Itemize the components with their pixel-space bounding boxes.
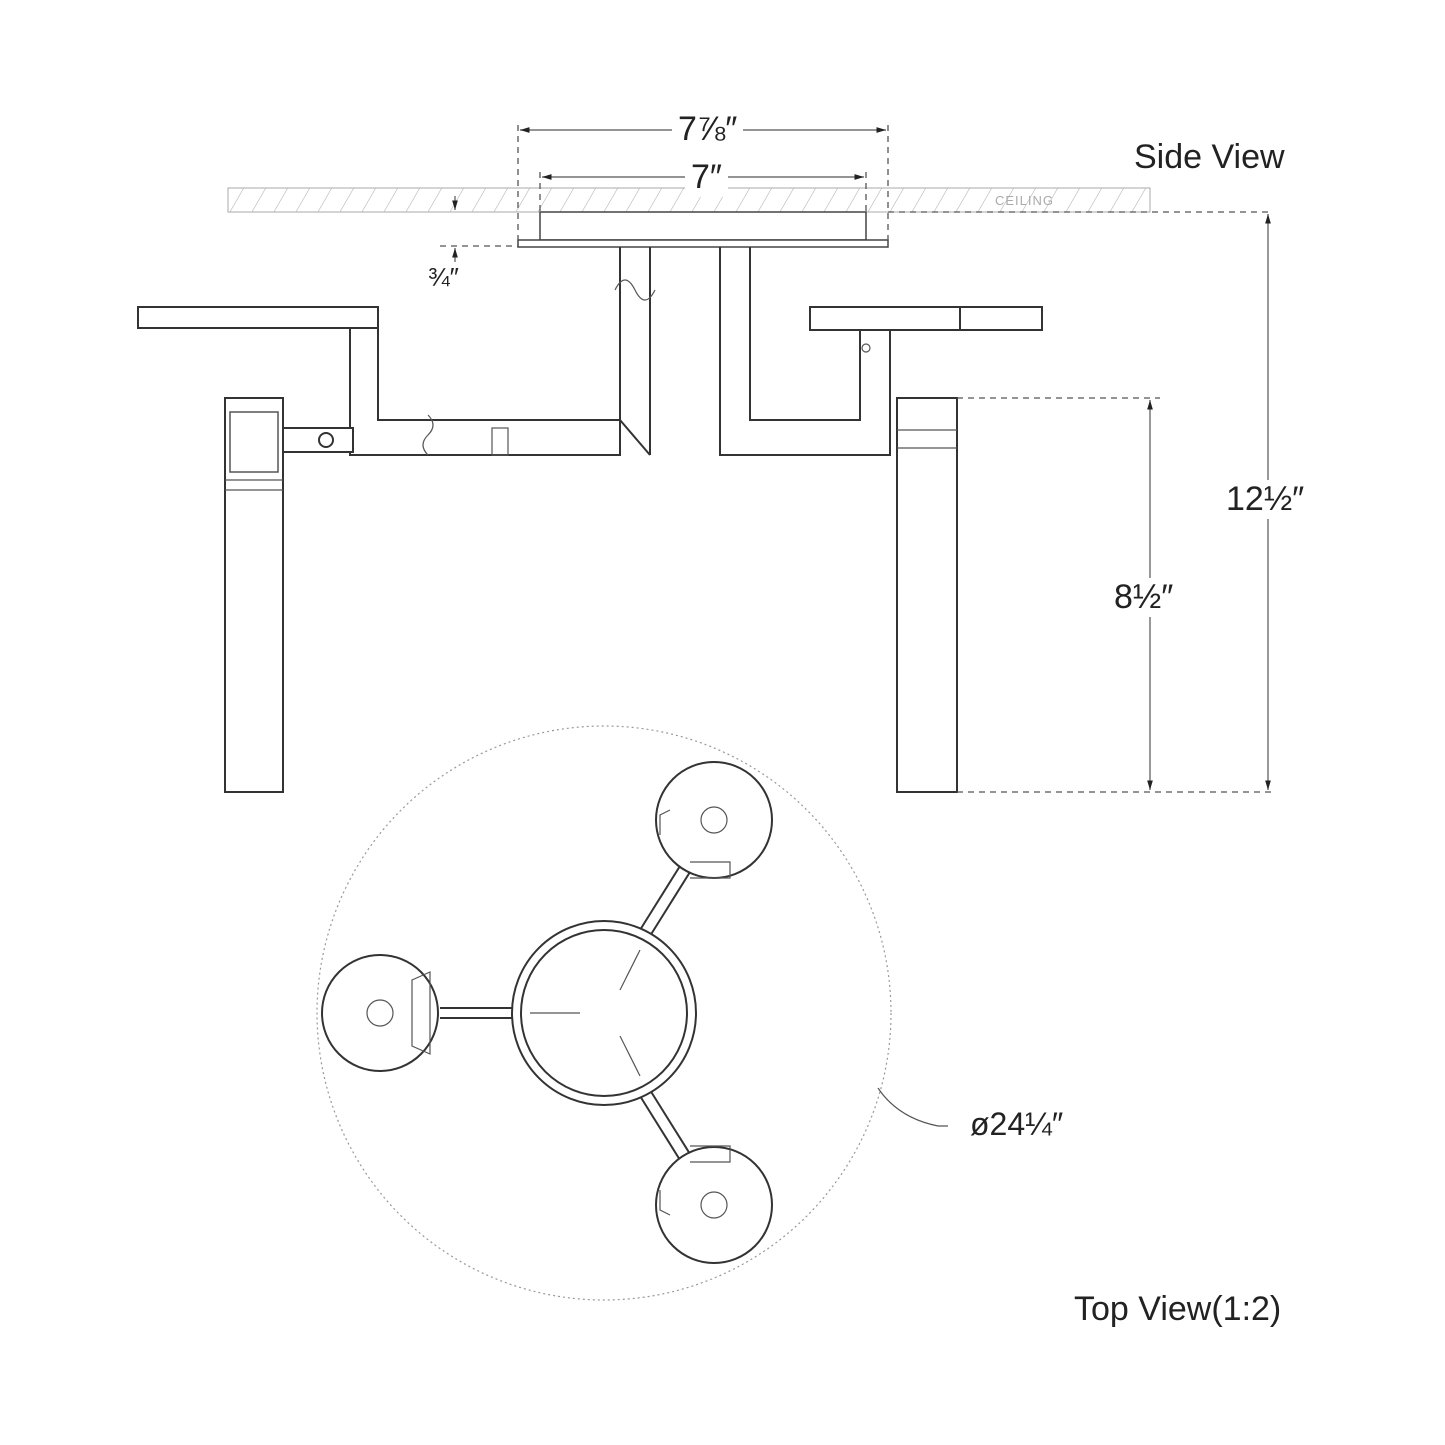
side-view-title: Side View: [1134, 138, 1285, 176]
shade-height-dimension: 8½″: [1108, 578, 1180, 617]
top-view-drawing: [316, 725, 948, 1301]
diameter-dimension: ø24¼″: [970, 1106, 1064, 1142]
right-arm: [719, 247, 1043, 456]
overall-height-dimension: 12½″: [1220, 480, 1311, 519]
ceiling-label: CEILING: [995, 193, 1055, 208]
canopy-outer-dimension: 7⅞″: [672, 110, 744, 149]
canopy: [539, 211, 867, 241]
right-shade: [896, 397, 958, 793]
left-arm: [137, 247, 656, 456]
canopy-inner-dimension: 7″: [685, 158, 728, 197]
left-shade: [224, 397, 284, 793]
top-view-title: Top View(1:2): [1074, 1290, 1282, 1328]
canopy-depth-dimension: ¾″: [428, 262, 459, 292]
